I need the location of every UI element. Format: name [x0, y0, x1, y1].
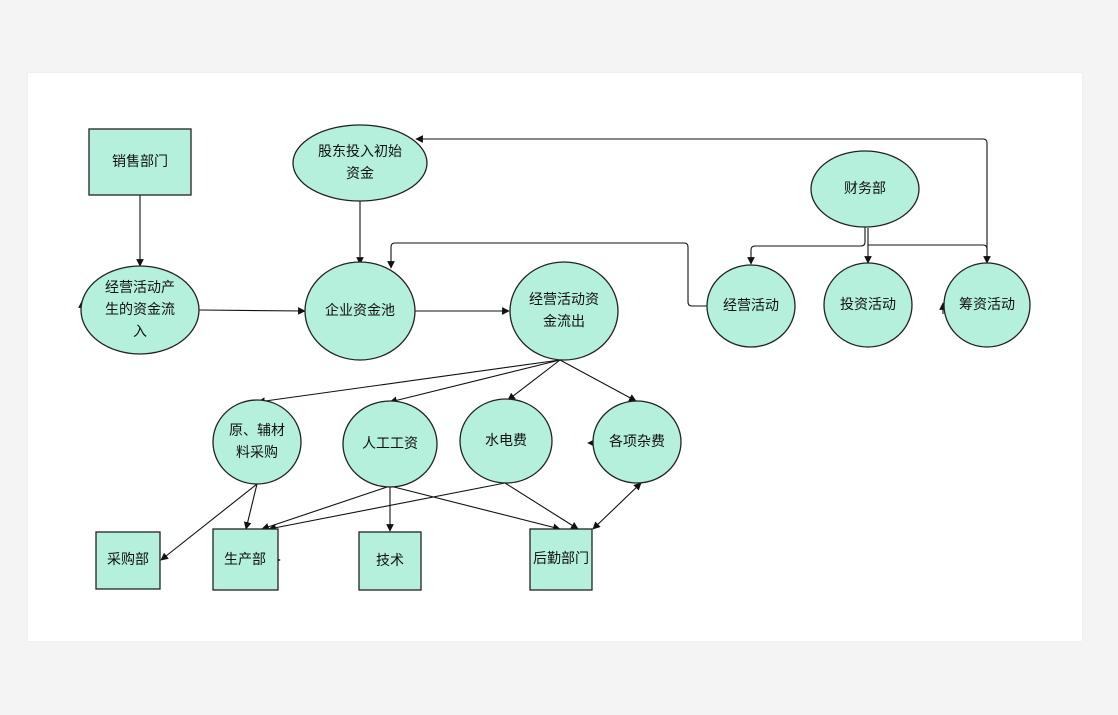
edge-finance-to-operating: [747, 226, 866, 265]
node-operating-inflow[interactable]: 经营活动产生的资金流入: [80, 265, 200, 355]
node-operating-outflow-label: 经营活动资金流出: [529, 292, 599, 330]
node-sales-dept-label: 销售部门: [112, 154, 168, 170]
node-technology-label: 技术: [376, 553, 404, 569]
node-production-dept-label: 生产部: [224, 552, 266, 568]
shareholder-funds-label-line: 资金: [346, 166, 374, 182]
edge-labor-to-logistics: [389, 485, 561, 532]
node-logistics-dept-label: 后勤部门: [533, 551, 589, 567]
node-utilities[interactable]: 水电费: [459, 398, 553, 484]
edge-finance-to-financing: [868, 244, 991, 264]
raw-materials-label-line: 原、辅材: [229, 423, 285, 439]
node-raw-materials[interactable]: 原、辅材料采购: [212, 399, 302, 485]
edge-inflow-to-pool: [198, 307, 306, 315]
node-shareholder-funds-label: 股东投入初始资金: [318, 143, 402, 182]
logistics-dept-label-line: 后勤部门: [533, 551, 589, 567]
technology-label-line: 技术: [376, 553, 404, 569]
edge-raw-to-purchasing: [160, 483, 258, 561]
diagram-canvas: 销售部门 股东投入初始资金 财务部 经营活动产生的资金流入 企业资金池 经营活动…: [28, 73, 1082, 641]
node-investing-activities-label: 投资活动: [840, 297, 896, 313]
edge-utilities-to-production: [268, 482, 506, 532]
node-finance-dept[interactable]: 财务部: [810, 150, 920, 228]
investing-activities-label-line: 投资活动: [840, 297, 896, 313]
edge-raw-to-production: [243, 483, 258, 530]
operating-activities-label-line: 经营活动: [723, 298, 779, 314]
node-fund-pool[interactable]: 企业资金池: [304, 261, 416, 361]
node-operating-activities[interactable]: 经营活动: [706, 264, 796, 348]
operating-inflow-label-line: 经营活动产: [105, 280, 175, 296]
labor-wages-label-line: 人工工资: [362, 436, 418, 452]
node-technology[interactable]: 技术: [358, 531, 422, 591]
edges: [78, 135, 991, 564]
edge-outflow-to-labor: [389, 359, 561, 405]
node-purchasing-dept-label: 采购部: [107, 552, 149, 568]
fund-pool-label-line: 企业资金池: [325, 302, 395, 319]
raw-materials-label-line: 料采购: [236, 445, 278, 461]
node-logistics-dept[interactable]: 后勤部门: [529, 528, 593, 591]
operating-outflow-label-line: 经营活动资: [529, 292, 599, 308]
node-financing-activities-label: 筹资活动: [959, 296, 1015, 313]
node-operating-inflow-label: 经营活动产生的资金流入: [105, 280, 175, 340]
purchasing-dept-label-line: 采购部: [107, 552, 149, 568]
finance-dept-label-line: 财务部: [844, 181, 886, 197]
node-fund-pool-label: 企业资金池: [325, 302, 395, 319]
node-utilities-label: 水电费: [485, 433, 527, 449]
edge-financing-to-shareholder: [415, 135, 988, 263]
sales-dept-label-line: 销售部门: [112, 154, 168, 170]
flow-diagram: 销售部门 股东投入初始资金 财务部 经营活动产生的资金流入 企业资金池 经营活动…: [78, 124, 1031, 591]
node-operating-outflow[interactable]: 经营活动资金流出: [509, 261, 619, 361]
node-investing-activities[interactable]: 投资活动: [823, 262, 913, 348]
node-labor-wages-label: 人工工资: [362, 436, 418, 452]
shareholder-funds-label-line: 股东投入初始: [318, 143, 402, 160]
node-finance-dept-label: 财务部: [844, 181, 886, 197]
node-misc-expenses[interactable]: 各项杂费: [592, 400, 682, 484]
node-raw-materials-label: 原、辅材料采购: [229, 423, 285, 461]
edge-labor-to-production: [261, 485, 391, 531]
node-production-dept[interactable]: 生产部: [212, 528, 279, 591]
node-shareholder-funds[interactable]: 股东投入初始资金: [292, 124, 428, 202]
production-dept-label-line: 生产部: [224, 552, 266, 568]
edge-outflow-to-misc: [559, 359, 637, 402]
node-purchasing-dept[interactable]: 采购部: [95, 531, 161, 590]
operating-outflow-label-line: 金流出: [543, 314, 585, 330]
misc-expenses-label-line: 各项杂费: [609, 434, 665, 450]
utilities-label-line: 水电费: [485, 433, 527, 449]
operating-inflow-label-line: 入: [133, 324, 147, 340]
financing-activities-label-line: 筹资活动: [959, 296, 1015, 313]
node-financing-activities[interactable]: 筹资活动: [943, 262, 1031, 348]
edge-misc-logistics: [592, 482, 642, 530]
edge-outflow-to-raw-materials: [257, 359, 561, 405]
edge-utilities-to-logistics: [504, 482, 579, 530]
edge-outflow-to-utilities: [507, 359, 561, 401]
operating-inflow-label-line: 生的资金流: [105, 302, 175, 318]
node-labor-wages[interactable]: 人工工资: [342, 400, 438, 488]
node-sales-dept[interactable]: 销售部门: [88, 128, 192, 196]
node-misc-expenses-label: 各项杂费: [609, 434, 665, 450]
node-operating-activities-label: 经营活动: [723, 298, 779, 314]
edge-operating-to-pool: [387, 242, 707, 307]
